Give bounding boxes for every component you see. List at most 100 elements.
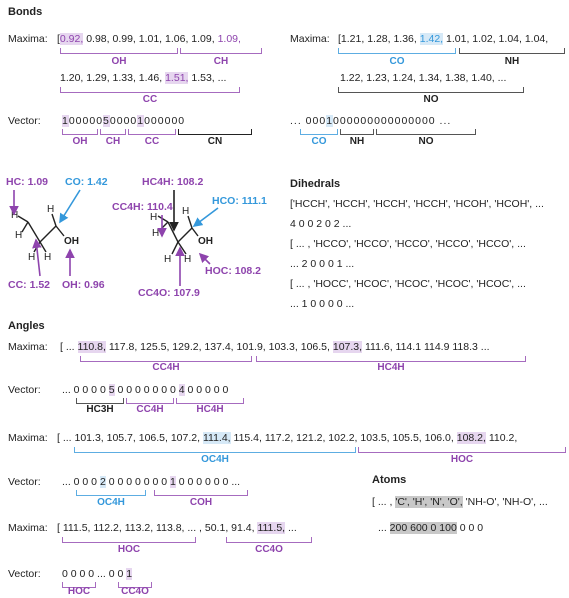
angles-vector-label-3: Vector: (8, 568, 41, 580)
bond-oh-highlight: 0.92, (59, 33, 84, 45)
vec-label-cc: CC (144, 136, 160, 147)
molecule-diagrams: H H H H H OH HC: 1.09 CO: 1.42 CC: 1.52 … (6, 176, 267, 299)
atom-h: H (184, 254, 191, 265)
bracket-nh (459, 48, 565, 54)
bracket-oh (60, 48, 178, 54)
label-cc4h-row: CC4H (152, 362, 180, 373)
atom-oh: OH (64, 236, 79, 247)
angles-vec1: ... 0 0 0 0 5 0 0 0 0 0 0 0 4 0 0 0 0 0 (62, 384, 229, 396)
vec-bracket-cc4o (118, 582, 152, 588)
vec-bracket-cn (178, 129, 252, 135)
label-no: NO (423, 94, 439, 105)
label-cc4h: CC4H: 110.4 (112, 201, 173, 213)
vec-label-hc4h: HC4H (196, 404, 224, 415)
label-hc4h-row: HC4H (377, 362, 405, 373)
angles-maxima-label-1: Maxima: (8, 341, 48, 353)
label-co: CO (389, 56, 405, 67)
vec-label-hoc: HOC (67, 586, 91, 597)
atom-h: H (47, 204, 54, 215)
vec-label-oh: OH (72, 136, 88, 147)
label-hc: HC: 1.09 (6, 176, 48, 188)
bracket-hoc (358, 447, 566, 453)
label-cc4o-row: CC4O (255, 544, 283, 555)
atoms-title: Atoms (372, 474, 407, 486)
vec-bracket-hoc (62, 582, 96, 588)
angles-row3: [ 111.5, 112.2, 113.2, 113.8, ... , 50.1… (57, 522, 297, 534)
ethanol-skeleton-1 (17, 213, 65, 253)
label-oh-mol: OH: 0.96 (62, 279, 105, 291)
vec-bracket-nh (340, 129, 374, 135)
bracket-co (338, 48, 456, 54)
label-nh: NH (504, 56, 520, 67)
bonds-maxima-label: Maxima: (8, 33, 48, 45)
label-hc4h: HC4H: 108.2 (142, 176, 203, 188)
ethanol-skeleton-2 (157, 215, 199, 255)
dihedrals-line6: ... 1 0 0 0 0 ... (290, 298, 355, 310)
bracket-oc4h (74, 447, 356, 453)
vec-bracket-ch (100, 129, 126, 135)
atom-oh: OH (198, 236, 213, 247)
label-cc-mol: CC: 1.52 (8, 279, 50, 291)
bonds-right-maxima-label: Maxima: (290, 33, 330, 45)
dihedrals-line2: 4 0 0 2 0 2 ... (290, 218, 352, 230)
bracket-hc4h (256, 356, 526, 362)
atom-h: H (44, 252, 51, 263)
angles-vec2: ... 0 0 0 2 0 0 0 0 0 0 0 1 0 0 0 0 0 0 … (62, 476, 241, 488)
vec-bracket-hc3h (76, 398, 124, 404)
angles-vector-label-1: Vector: (8, 384, 41, 396)
bonds-right-maxima-line1: [1.21, 1.28, 1.36, 1.42, 1.01, 1.02, 1.0… (338, 33, 549, 45)
dihedrals-title: Dihedrals (290, 178, 341, 190)
atoms-line1: [ ... , 'C', 'H', 'N', 'O', 'NH-O', 'NH-… (372, 496, 548, 508)
bonds-vector-right: ... 0001000000000000000 ... (290, 115, 452, 127)
vec-label-ch: CH (105, 136, 121, 147)
angles-vector-label-2: Vector: (8, 476, 41, 488)
bonds-left-maxima-line2: 1.20, 1.29, 1.33, 1.46, 1.51, 1.53, ... (60, 72, 227, 84)
angles-row2: [ ... 101.3, 105.7, 106.5, 107.2, 111.4,… (57, 432, 518, 444)
vec-label-cn: CN (207, 136, 223, 147)
dihedrals-line3: [ ... , 'HCCO', 'HCCO', 'HCCO', 'HCCO', … (290, 238, 526, 250)
label-oh: OH (111, 56, 127, 67)
vec-bracket-oc4h (76, 490, 146, 496)
label-hoc-row3: HOC (117, 544, 141, 555)
angles-maxima-label-3: Maxima: (8, 522, 48, 534)
angles-maxima-label-2: Maxima: (8, 432, 48, 444)
vec-bracket-hc4h (176, 398, 244, 404)
vec-bracket-cc (128, 129, 176, 135)
vec-label-oc4h: OC4H (97, 497, 125, 508)
dihedrals-line5: [ ... , 'HOCC', 'HCOC', 'HCOC', 'HCOC', … (290, 278, 526, 290)
bonds-vector-left: 100000500001000000 (62, 115, 186, 127)
vec-bracket-coh (154, 490, 248, 496)
vec-label-co: CO (311, 136, 327, 147)
atom-h: H (150, 212, 157, 223)
atom-h: H (15, 230, 22, 241)
vec-label-cc4o: CC4O (121, 586, 149, 597)
bonds-right-maxima-line2: 1.22, 1.23, 1.24, 1.34, 1.38, 1.40, ... (340, 72, 507, 84)
label-ch: CH (213, 56, 229, 67)
vec-label-cc4h: CC4H (136, 404, 164, 415)
bracket-cc4o (226, 537, 312, 543)
label-cc: CC (142, 94, 158, 105)
arrow-hoc (198, 252, 211, 265)
atom-h: H (28, 252, 35, 263)
vec-label-coh: COH (189, 497, 213, 508)
label-hoc: HOC: 108.2 (205, 265, 261, 277)
dihedrals-line1: ['HCCH', 'HCCH', 'HCCH', 'HCCH', 'HCOH',… (290, 198, 544, 210)
atom-h: H (182, 206, 189, 217)
angles-row1: [ ... 110.8, 117.8, 125.5, 129.2, 137.4,… (60, 341, 490, 353)
bracket-cc (60, 87, 240, 93)
dihedrals-line4: ... 2 0 0 0 1 ... (290, 258, 355, 270)
bracket-no (338, 87, 524, 93)
bracket-cc4h (80, 356, 252, 362)
vec-bracket-no (376, 129, 476, 135)
label-hco: HCO: 111.1 (212, 195, 267, 207)
angles-vec3: 0 0 0 0 ... 0 0 1 (62, 568, 133, 580)
atoms-line2: ... 200 600 0 100 0 0 0 (378, 522, 484, 534)
label-oc4h-row: OC4H (201, 454, 229, 465)
vec-bracket-co (300, 129, 338, 135)
bracket-ch (180, 48, 262, 54)
arrow-hco (192, 207, 219, 227)
bracket-hoc-row3 (62, 537, 196, 543)
vec-bracket-cc4h (126, 398, 174, 404)
angles-title: Angles (8, 320, 45, 332)
vec-label-nh: NH (349, 136, 365, 147)
